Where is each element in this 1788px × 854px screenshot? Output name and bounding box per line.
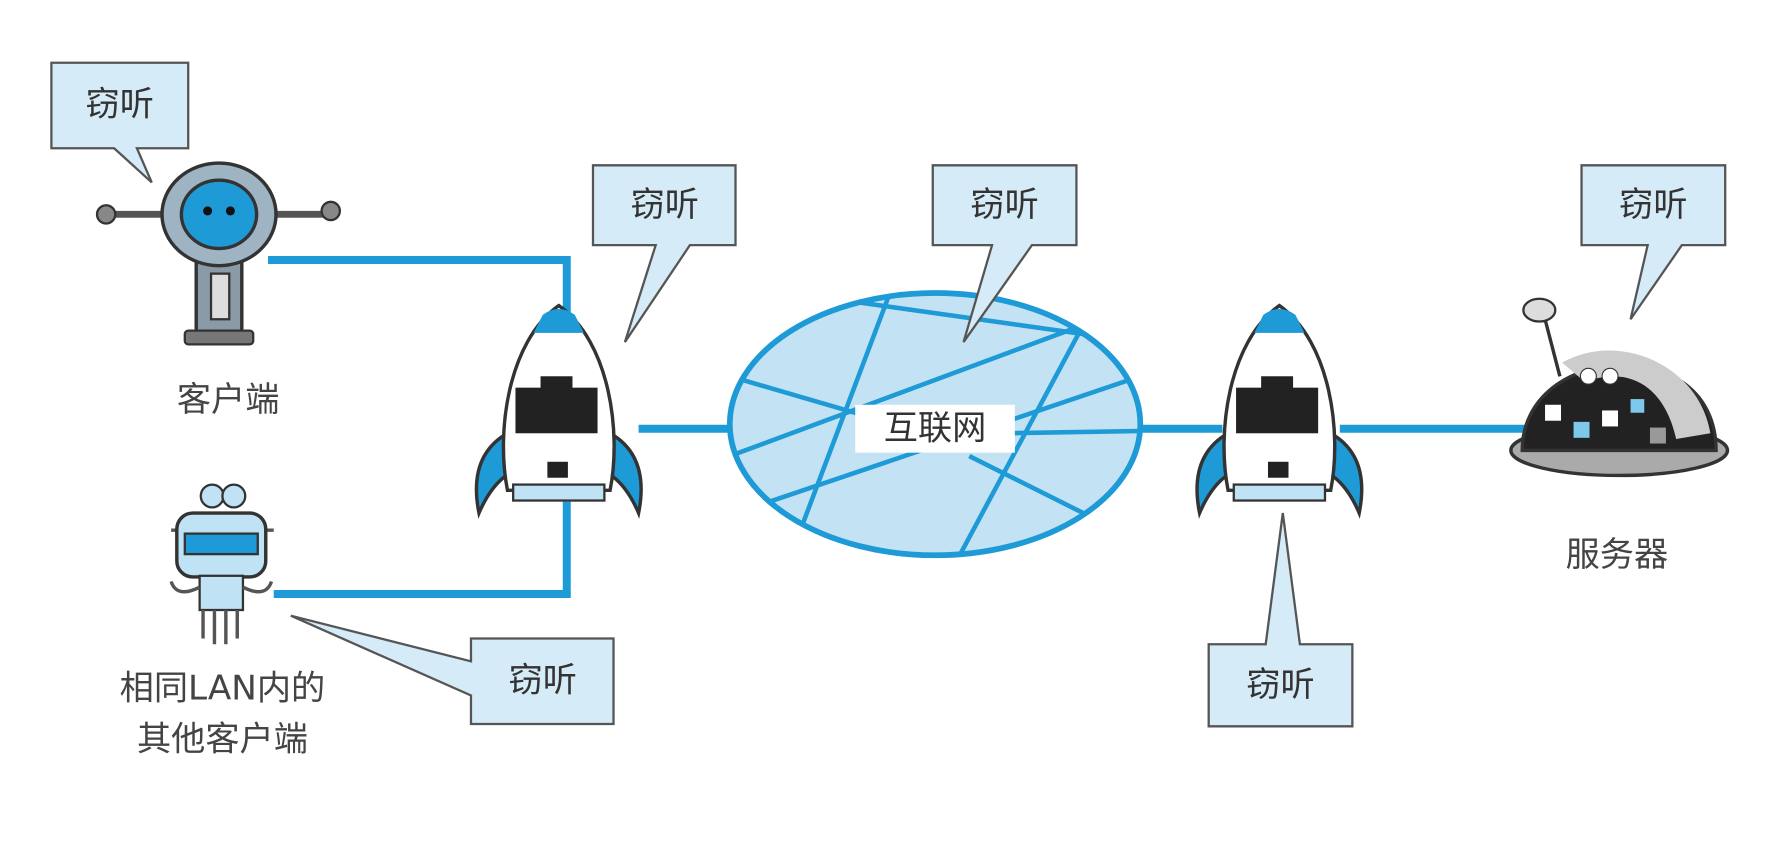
bubble-client-text: 窃听 xyxy=(86,85,154,125)
router-right-rocket-icon xyxy=(1195,303,1364,519)
lan-client-label-line1: 相同LAN内的 xyxy=(120,668,326,708)
server-label: 服务器 xyxy=(1566,535,1669,575)
bubble-router-left: 窃听 xyxy=(591,164,737,343)
bubble-server-text: 窃听 xyxy=(1619,185,1687,225)
bubble-router-right: 窃听 xyxy=(1207,512,1354,728)
link-client-router xyxy=(268,255,571,331)
lan-client-label-line2: 其他客户端 xyxy=(137,720,308,760)
bubble-client: 窃听 xyxy=(50,61,190,184)
client-robot-icon xyxy=(95,161,342,346)
lan-client-robot-icon xyxy=(169,483,274,645)
network-links xyxy=(268,255,1534,599)
bubble-lan-client: 窃听 xyxy=(290,614,615,726)
bubble-internet: 窃听 xyxy=(931,164,1078,343)
bubble-lan-client-text: 窃听 xyxy=(509,660,577,700)
router-left-rocket-icon xyxy=(474,303,643,519)
internet-cloud: 互联网 xyxy=(726,290,1144,559)
bubble-server: 窃听 xyxy=(1580,164,1727,320)
internet-label: 互联网 xyxy=(884,408,987,448)
bubble-router-left-text: 窃听 xyxy=(631,185,699,225)
server-robot-icon xyxy=(1509,297,1730,478)
bubble-router-right-text: 窃听 xyxy=(1246,665,1314,705)
client-label: 客户端 xyxy=(177,380,280,420)
bubble-internet-text: 窃听 xyxy=(970,185,1038,225)
link-router-lan-client xyxy=(273,501,571,599)
